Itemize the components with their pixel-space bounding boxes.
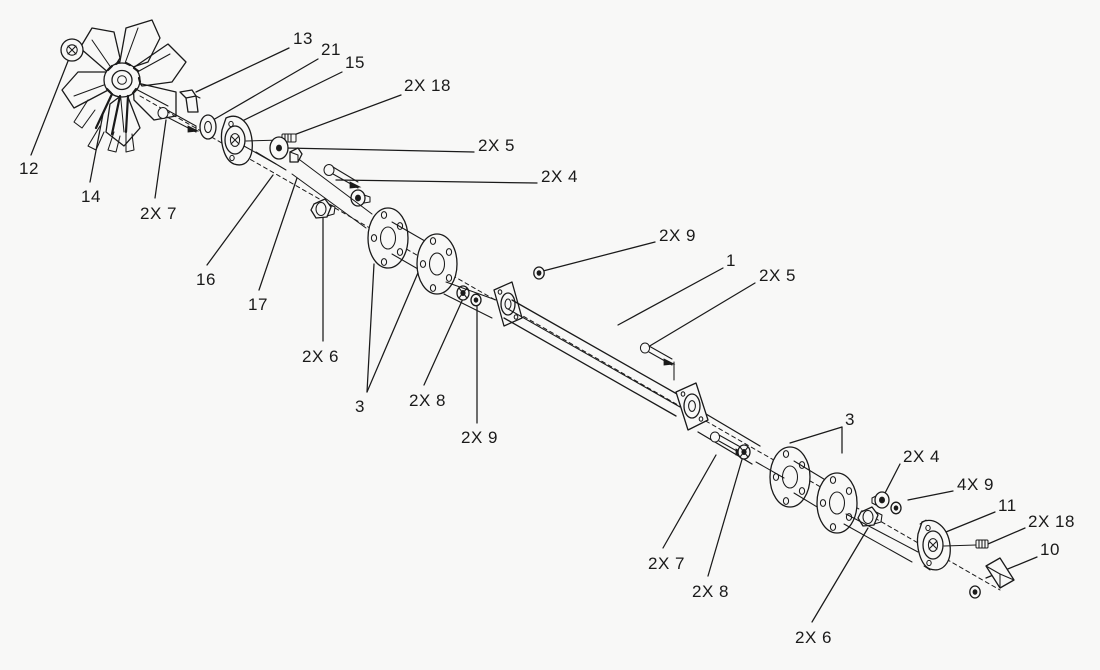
callout-2x6-right: 2X 6: [795, 628, 832, 647]
fan-impeller: [61, 19, 187, 153]
callout-2x9-left: 2X 9: [461, 428, 498, 447]
bolt-2x5-tube: [639, 342, 676, 381]
bolt-2x7-left: [157, 107, 200, 133]
pin-10: [985, 557, 1015, 589]
tube-flange-plate-mid: [675, 382, 709, 431]
setscrew-2x18-right: [943, 539, 989, 549]
callout-2x4-right: 2X 4: [903, 447, 940, 466]
callout-3-left: 3: [355, 397, 365, 416]
callout-2x4-left: 2X 4: [541, 167, 578, 186]
callout-10: 10: [1040, 540, 1060, 559]
callout-2x5-left: 2X 5: [478, 136, 515, 155]
callout-2x7-left: 2X 7: [140, 204, 177, 223]
callout-2x8-left: 2X 8: [409, 391, 446, 410]
nut-under-flange-11: [969, 585, 981, 599]
bushing-2x6-right: [857, 506, 883, 527]
disc-hub-left-b: [391, 221, 458, 295]
leader-lines: [30, 47, 1038, 623]
nut-2x9-upper: [533, 266, 545, 280]
callout-11: 11: [998, 496, 1017, 515]
disc-hub-right-b: [793, 460, 858, 534]
disc-hub-right-a: [769, 446, 811, 508]
callout-3-right: 3: [845, 410, 855, 429]
bracket-13: [179, 89, 201, 113]
callout-15: 15: [345, 53, 365, 72]
bearing-flange-15: [220, 115, 253, 166]
washer-21: [199, 114, 217, 140]
callout-21: 21: [321, 40, 341, 59]
callout-2x18-left: 2X 18: [404, 76, 451, 95]
spacer-17: [289, 147, 303, 163]
nut-2x4-left: [350, 189, 371, 207]
bolt-2x5-left: [323, 164, 362, 189]
callout-2x9-upper: 2X 9: [659, 226, 696, 245]
callout-2x7-right: 2X 7: [648, 554, 685, 573]
callout-2x8-right: 2X 8: [692, 582, 729, 601]
callout-16: 16: [196, 270, 216, 289]
callout-13: 13: [293, 29, 313, 48]
bushing-2x6-left: [310, 198, 336, 219]
nut-2x9-left: [470, 293, 482, 307]
main-shaft-tube-1: [503, 299, 761, 465]
callout-14: 14: [81, 187, 101, 206]
setscrew-2x18-left: [245, 133, 297, 143]
bearing-flange-11: [916, 519, 951, 571]
washer-2x8-right: [737, 444, 751, 460]
collar-16: [269, 136, 289, 160]
nut-2x4-right: [871, 491, 890, 509]
callout-17: 17: [248, 295, 268, 314]
shaft-rod-segments: [243, 145, 919, 563]
callout-2x5-tube: 2X 5: [759, 266, 796, 285]
callout-1: 1: [726, 251, 736, 270]
callout-12: 12: [19, 159, 39, 178]
disc-hub-left-a: [367, 207, 409, 269]
nut-4x9-right: [890, 501, 902, 515]
callout-2x6-left: 2X 6: [302, 347, 339, 366]
tube-flange-plate-left: [493, 281, 523, 327]
callout-4x9: 4X 9: [957, 475, 994, 494]
callout-2x18-right: 2X 18: [1028, 512, 1075, 531]
hex-nut-12: [60, 38, 84, 62]
